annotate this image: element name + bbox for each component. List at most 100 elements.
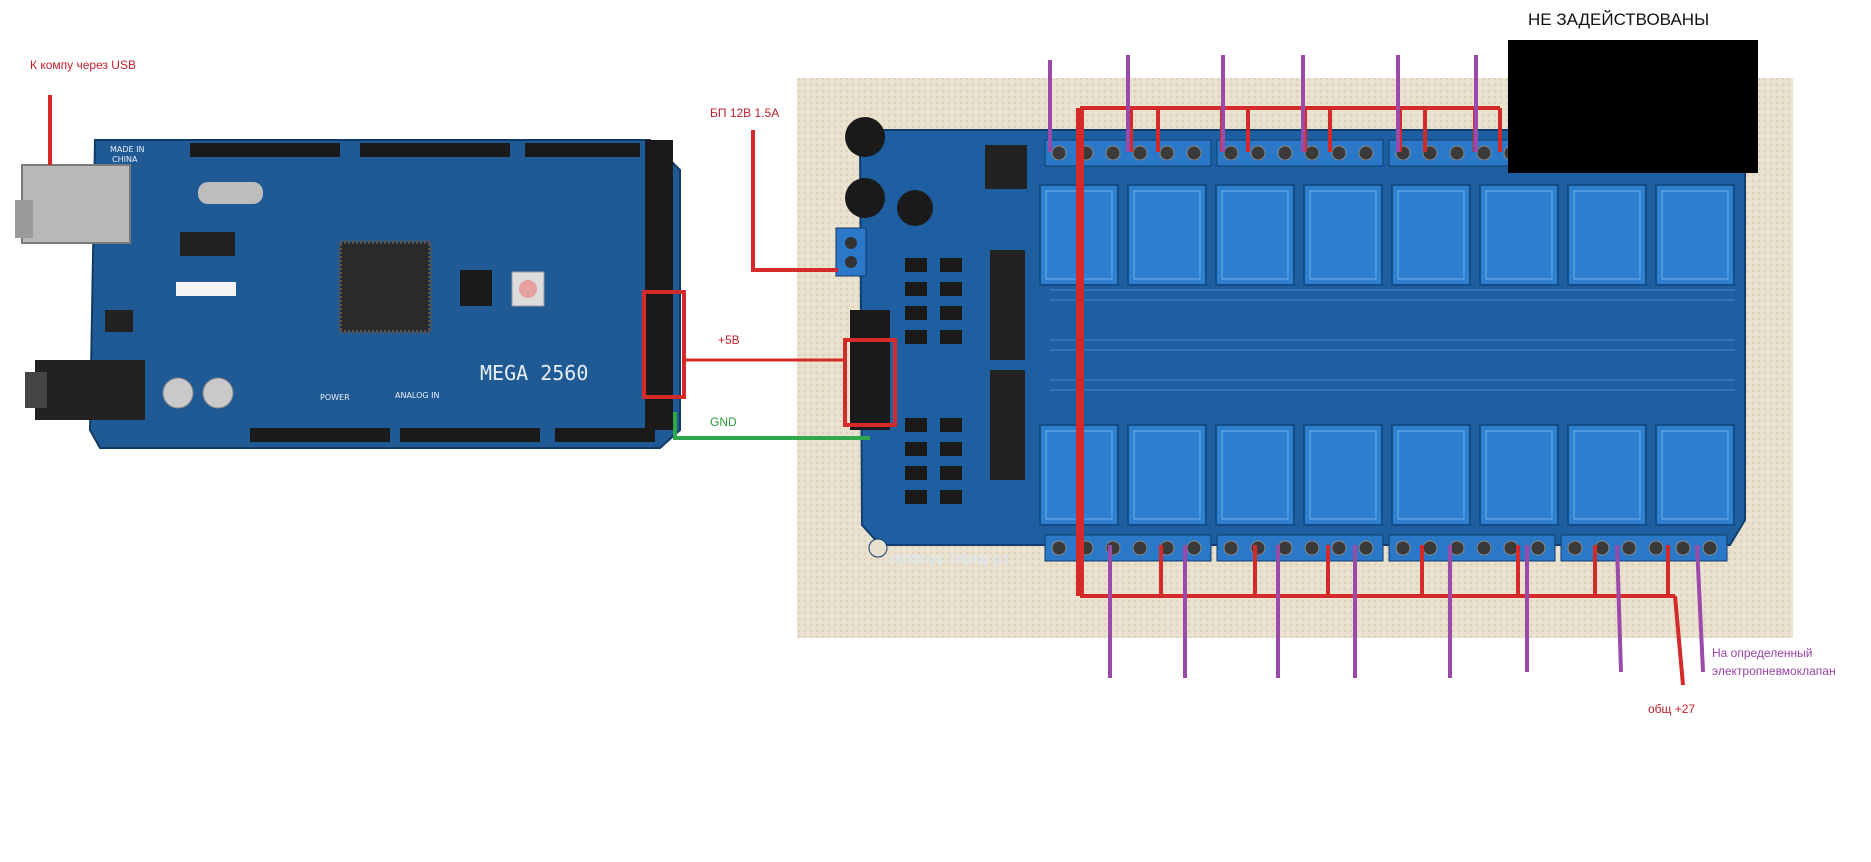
power-label: POWER bbox=[320, 393, 350, 402]
relay bbox=[1479, 424, 1559, 526]
relay-regulator bbox=[985, 145, 1027, 189]
relay-label-area bbox=[1133, 190, 1201, 280]
relay-label-area bbox=[1133, 430, 1201, 520]
common-label: общ +27 bbox=[1648, 702, 1696, 716]
terminal-block bbox=[1560, 534, 1728, 562]
header-top-1 bbox=[190, 143, 340, 157]
reset-button-cap bbox=[519, 280, 537, 298]
relay-label-area bbox=[1397, 190, 1465, 280]
power-terminal bbox=[835, 227, 867, 277]
relay-label-area bbox=[1573, 190, 1641, 280]
relay-label-area bbox=[1221, 190, 1289, 280]
capacitor-2 bbox=[202, 377, 234, 409]
terminal-screw bbox=[1476, 540, 1492, 556]
control-pin-header bbox=[850, 310, 890, 430]
relay-label-area bbox=[1221, 430, 1289, 520]
regulator bbox=[105, 310, 133, 332]
arduino-5v-pin-highlight bbox=[642, 290, 686, 399]
terminal-screw bbox=[1702, 540, 1718, 556]
terminal-screw bbox=[1304, 540, 1320, 556]
header-bottom-1 bbox=[250, 428, 390, 442]
relay bbox=[1303, 184, 1383, 286]
relay-label-area bbox=[1485, 430, 1553, 520]
relay bbox=[1567, 184, 1647, 286]
terminal-screw bbox=[1186, 145, 1202, 161]
arduino-mega-board: MEGA 2560 MADE IN CHINA POWER ANALOG IN bbox=[15, 139, 681, 449]
relay-control-pin-highlight bbox=[843, 338, 897, 427]
terminal-screw bbox=[1051, 540, 1067, 556]
terminal-screw bbox=[1422, 540, 1438, 556]
terminal-screw bbox=[1449, 540, 1465, 556]
relay bbox=[1391, 184, 1471, 286]
terminal-screw bbox=[1675, 540, 1691, 556]
relay-label-area bbox=[1573, 430, 1641, 520]
usb-chip bbox=[180, 232, 235, 256]
relay bbox=[1127, 184, 1207, 286]
country-label: CHINA bbox=[112, 155, 138, 164]
header-bottom-3 bbox=[555, 428, 655, 442]
terminal-screw bbox=[1594, 540, 1610, 556]
terminal-screw bbox=[1051, 145, 1067, 161]
terminal-screw bbox=[1621, 540, 1637, 556]
relay bbox=[1567, 424, 1647, 526]
driver-ic-2 bbox=[990, 370, 1025, 480]
capacitor-1 bbox=[162, 377, 194, 409]
crystal bbox=[198, 182, 263, 204]
big-capacitor-3 bbox=[897, 190, 933, 226]
valve-label-line1: На определенный bbox=[1712, 646, 1813, 660]
terminal-screw bbox=[1105, 145, 1121, 161]
gnd-wire bbox=[673, 412, 870, 440]
power-terminal-screw-2 bbox=[845, 256, 857, 268]
gnd-label: GND bbox=[710, 415, 737, 429]
terminal-screw bbox=[1358, 145, 1374, 161]
optocoupler-array bbox=[905, 258, 962, 504]
big-capacitor-2 bbox=[845, 178, 885, 218]
terminal-screw bbox=[1277, 145, 1293, 161]
usb-connector bbox=[21, 164, 131, 244]
relay bbox=[1479, 184, 1559, 286]
terminal-screw bbox=[1223, 540, 1239, 556]
analog-label: ANALOG IN bbox=[395, 391, 440, 400]
psu-label: БП 12В 1.5А bbox=[710, 106, 780, 120]
valve-label-line2: электропневмоклапан bbox=[1712, 664, 1836, 678]
terminal-screw bbox=[1449, 145, 1465, 161]
terminal-screw bbox=[1223, 145, 1239, 161]
pcb-traces bbox=[1050, 289, 1735, 391]
terminal-screw bbox=[1186, 540, 1202, 556]
relay-label-area bbox=[1661, 430, 1729, 520]
terminal-screw bbox=[1567, 540, 1583, 556]
terminal-screw bbox=[1358, 540, 1374, 556]
relay bbox=[1215, 184, 1295, 286]
big-capacitor-1 bbox=[845, 117, 885, 157]
terminal-screw bbox=[1395, 540, 1411, 556]
relay bbox=[1215, 424, 1295, 526]
terminal-screw bbox=[1304, 145, 1320, 161]
icsp-header bbox=[460, 270, 492, 306]
relay bbox=[1655, 424, 1735, 526]
usb-label: К компу через USB bbox=[30, 58, 136, 72]
header-bottom-2 bbox=[400, 428, 540, 442]
terminal-block bbox=[1388, 534, 1556, 562]
common-bus-wire bbox=[1076, 106, 1685, 686]
terminal-screw bbox=[1132, 540, 1148, 556]
terminal-screw bbox=[1331, 540, 1347, 556]
relay-label-area bbox=[1397, 430, 1465, 520]
dc-jack bbox=[35, 360, 145, 420]
relay bbox=[1303, 424, 1383, 526]
relay bbox=[1127, 424, 1207, 526]
relay-label-area bbox=[1309, 430, 1377, 520]
terminal-screw bbox=[1132, 145, 1148, 161]
terminal-block bbox=[1216, 534, 1384, 562]
valve-wires bbox=[1048, 55, 1705, 678]
usb-connector-lip bbox=[15, 200, 33, 238]
terminal-block bbox=[1216, 139, 1384, 167]
relay bbox=[1391, 424, 1471, 526]
terminal-screw bbox=[1159, 145, 1175, 161]
unused-label: НЕ ЗАДЕЙСТВОВАНЫ bbox=[1528, 10, 1710, 29]
terminal-screw bbox=[1503, 540, 1519, 556]
header-top-2 bbox=[360, 143, 510, 157]
relay bbox=[1655, 184, 1735, 286]
relay-label-area bbox=[1309, 190, 1377, 280]
terminal-screw bbox=[1530, 540, 1546, 556]
